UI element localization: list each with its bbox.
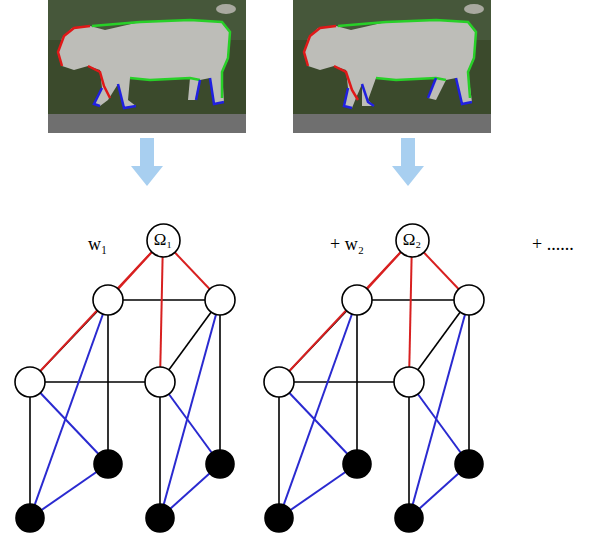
weight-label: w₁ — [88, 234, 107, 255]
down-arrow — [392, 138, 424, 186]
cow-body — [58, 20, 230, 108]
graph-edge — [278, 382, 280, 518]
weight-label: + ...... — [532, 234, 574, 255]
circle-outline — [147, 224, 180, 257]
observed-vertex — [395, 504, 423, 532]
body-contour — [130, 78, 200, 80]
hidden-vertex — [264, 367, 294, 397]
observed-vertex — [455, 450, 483, 478]
global-edge — [160, 257, 163, 382]
hidden-vertex — [93, 285, 123, 315]
leg-contour — [362, 84, 374, 106]
road — [293, 114, 491, 133]
graph-edge — [357, 299, 469, 301]
circle-outline — [396, 224, 429, 257]
far-cow — [216, 4, 236, 14]
graph-edge — [356, 300, 358, 464]
leg-edge — [160, 300, 220, 518]
graph-edges — [279, 252, 469, 382]
leg-edge — [279, 382, 357, 464]
leg-edge — [279, 300, 357, 518]
cow-body — [304, 20, 476, 108]
graph-edge — [107, 300, 109, 464]
leg-contour — [118, 84, 136, 108]
leg-contour — [210, 78, 224, 104]
graph-vertices — [264, 285, 484, 532]
observed-vertex — [343, 450, 371, 478]
graph-edge — [468, 300, 470, 464]
grass-ground — [48, 0, 246, 133]
hidden-vertex — [454, 285, 484, 315]
graph-edges — [30, 252, 220, 382]
hidden-vertex — [145, 367, 175, 397]
graph-edges — [30, 300, 220, 518]
observed-vertex — [265, 504, 293, 532]
observed-vertex — [16, 504, 44, 532]
body-contour — [338, 20, 476, 98]
head-contour — [58, 26, 90, 66]
hidden-vertex — [394, 367, 424, 397]
road — [48, 114, 246, 133]
hidden-vertex — [205, 285, 235, 315]
observed-vertex — [206, 450, 234, 478]
graph-edges — [279, 300, 469, 518]
observed-vertex — [94, 450, 122, 478]
leg-edge — [30, 300, 108, 518]
leg-contour — [456, 78, 472, 104]
leg-contour — [428, 78, 436, 98]
grass-ground — [293, 0, 491, 133]
graph-vertices — [15, 285, 235, 532]
weight-label: + w₂ — [330, 234, 364, 255]
hidden-vertex — [342, 285, 372, 315]
graph-edges — [30, 300, 220, 518]
graph-edge — [408, 382, 410, 518]
leg-contour — [196, 80, 200, 100]
cow-photo — [293, 0, 491, 133]
cow-photo — [48, 0, 246, 133]
factor-symbol: Ω₁ — [154, 231, 173, 250]
down-arrow — [131, 138, 163, 186]
factor-circle: Ω₁ — [146, 223, 181, 258]
factor-circle: Ω₂ — [395, 223, 430, 258]
graph-edge — [29, 382, 31, 518]
global-edge — [30, 252, 151, 382]
graph-edges — [279, 300, 469, 518]
head-contour — [304, 26, 336, 66]
leg-edge — [409, 300, 469, 518]
factor-symbol: Ω₂ — [403, 231, 422, 250]
far-cow — [464, 4, 484, 14]
graph-edge — [159, 382, 161, 518]
leg-edge — [30, 382, 108, 464]
body-contour — [92, 20, 230, 98]
graph-edge — [30, 381, 160, 383]
graph-edge — [219, 300, 221, 464]
global-edge — [409, 257, 412, 382]
observed-vertex — [146, 504, 174, 532]
leg-contour — [94, 88, 102, 106]
graph-edge — [108, 299, 220, 301]
global-edge — [279, 252, 400, 382]
graph-edge — [279, 381, 409, 383]
leg-contour — [344, 88, 352, 108]
hidden-vertex — [15, 367, 45, 397]
